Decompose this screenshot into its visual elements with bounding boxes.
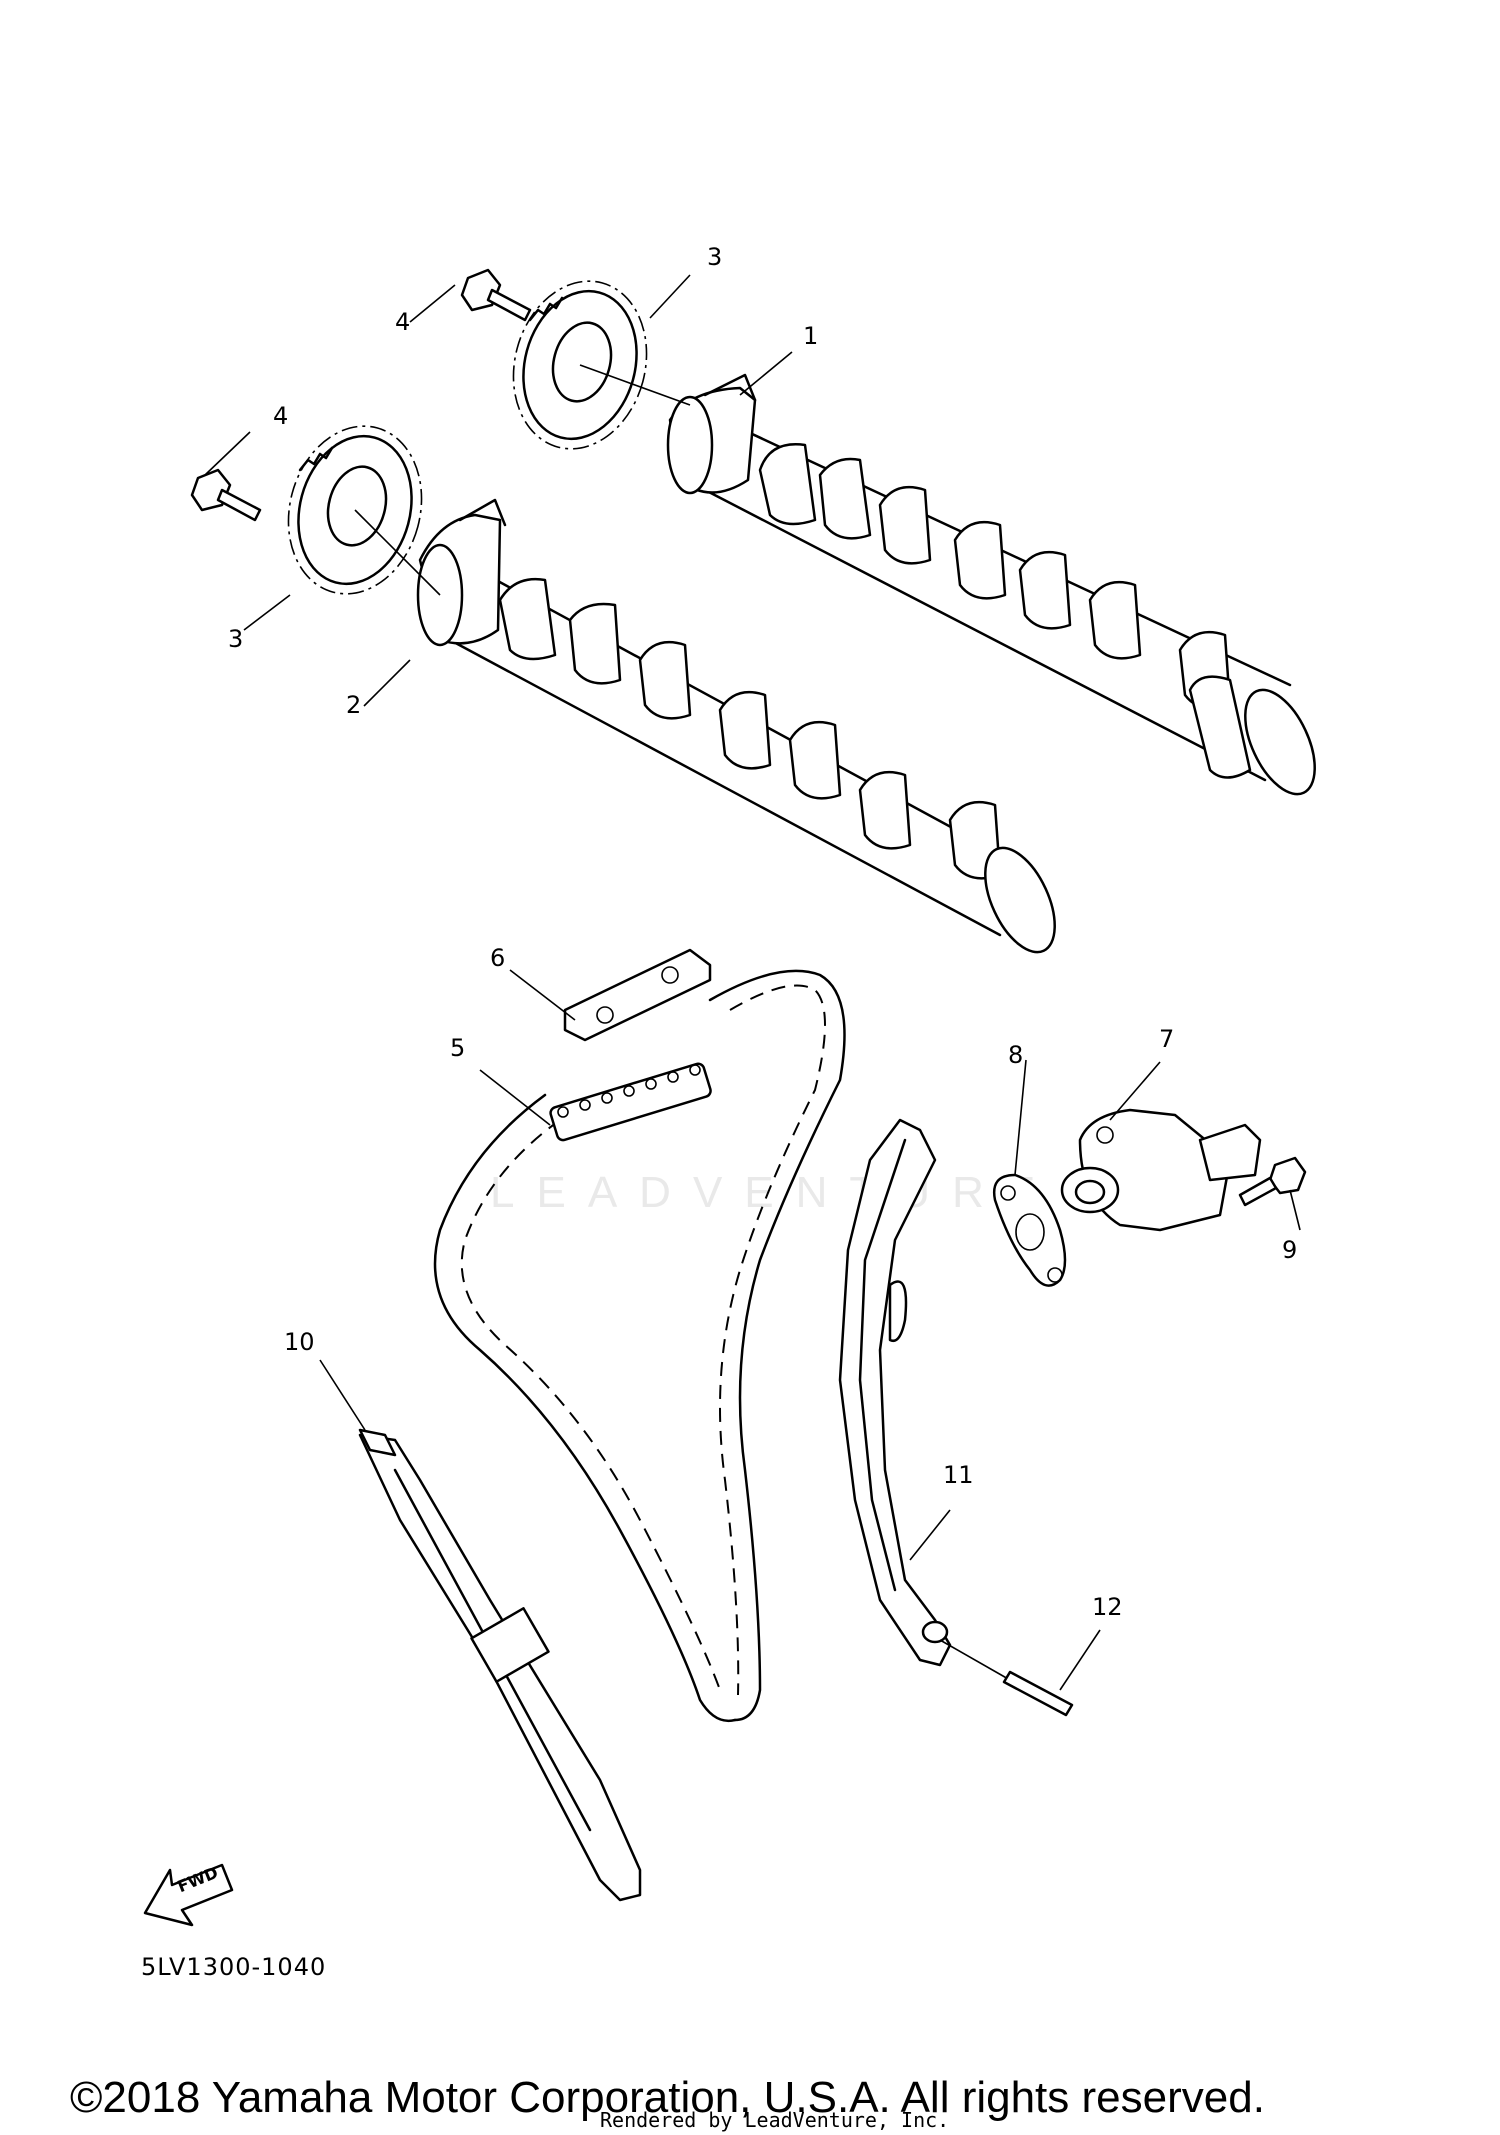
chain-guide-left xyxy=(358,1428,642,1902)
callout-2: 2 xyxy=(346,691,362,719)
chain-guide-upper xyxy=(563,948,712,1042)
diagram-reference-code: 5LV1300-1040 xyxy=(141,1953,327,1981)
guide-pin xyxy=(939,1639,1074,1717)
callout-3-upper: 3 xyxy=(707,243,723,271)
forward-arrow-icon xyxy=(143,1863,234,1927)
tensioner-bolt xyxy=(1238,1156,1307,1207)
rendered-by-notice: Rendered by LeadVenture, Inc. xyxy=(600,2108,950,2132)
callout-1: 1 xyxy=(803,322,819,350)
callout-4-lower: 4 xyxy=(273,402,289,430)
copyright-notice: ©2018 Yamaha Motor Corporation, U.S.A. A… xyxy=(70,2073,1265,2122)
callout-10: 10 xyxy=(284,1328,315,1356)
callout-12: 12 xyxy=(1092,1593,1123,1621)
cam-sprocket-upper xyxy=(512,280,691,450)
callout-8: 8 xyxy=(1008,1041,1024,1069)
camshaft-intake xyxy=(416,498,1056,954)
tensioner-gasket xyxy=(992,1173,1067,1287)
cam-sprocket-lower xyxy=(287,425,441,596)
callout-9: 9 xyxy=(1282,1236,1298,1264)
timing-chain xyxy=(433,969,846,1723)
callout-11: 11 xyxy=(943,1461,974,1489)
callout-3-lower: 3 xyxy=(228,625,244,653)
callout-6: 6 xyxy=(490,944,506,972)
sprocket-bolt-upper xyxy=(460,268,532,322)
chain-guide-right xyxy=(838,1118,952,1667)
leader-lines xyxy=(204,274,1301,1691)
callout-4-upper: 4 xyxy=(395,308,411,336)
sprocket-bolt-lower xyxy=(190,468,262,522)
chain-tensioner xyxy=(1060,1108,1262,1232)
callout-5: 5 xyxy=(450,1034,466,1062)
camshaft-exhaust xyxy=(666,373,1316,796)
callout-7: 7 xyxy=(1159,1025,1175,1053)
